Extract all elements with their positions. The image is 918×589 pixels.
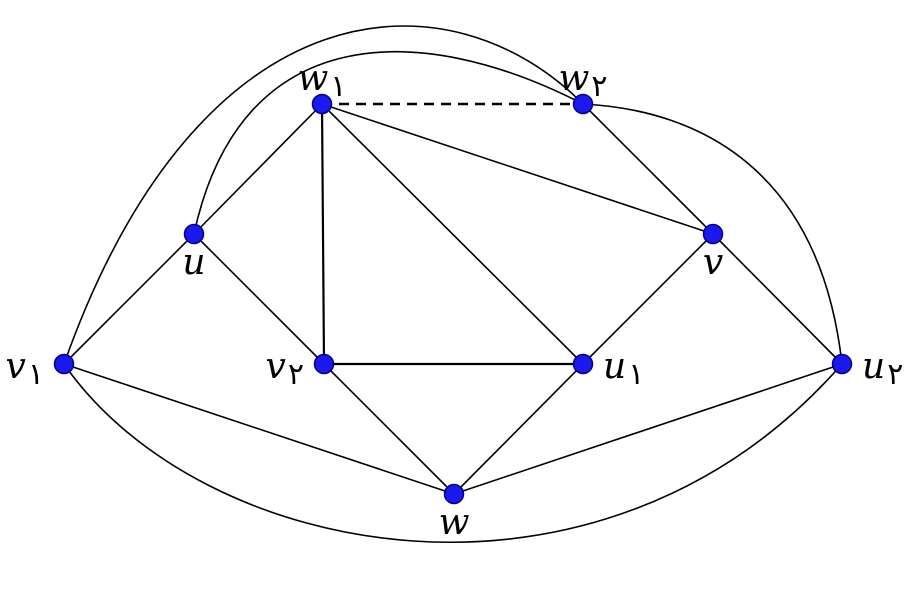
vertex-v2	[313, 353, 335, 375]
vertex-label-v1: v۱	[6, 346, 44, 392]
vertex-label-letter: w	[559, 58, 590, 99]
vertex-u1	[572, 353, 594, 375]
vertex-u2	[831, 353, 853, 375]
vertex-label-subscript: ۱	[330, 69, 346, 104]
vertex-w1	[311, 93, 333, 115]
vertex-label-u: u	[182, 242, 205, 283]
vertex-label-letter: w	[298, 58, 329, 99]
edge-u1-w	[453, 363, 584, 495]
vertex-label-subscript: ۱	[28, 357, 44, 392]
vertex-label-letter: v	[6, 346, 26, 387]
edge-u-v2	[193, 233, 325, 365]
edge-u2-w	[453, 363, 843, 495]
vertex-label-letter: v	[266, 346, 286, 387]
vertices-layer	[53, 93, 853, 505]
edge-v1-u2	[63, 363, 843, 543]
edge-w2-u	[193, 51, 584, 235]
vertex-w2	[572, 93, 594, 115]
edge-v1-w	[63, 363, 455, 495]
vertex-v	[702, 223, 724, 245]
edge-w2-u2	[582, 103, 843, 365]
vertex-label-w2: w۲	[559, 58, 608, 104]
vertex-label-letter: u	[603, 346, 626, 387]
vertex-label-letter: u	[182, 242, 205, 283]
edge-w1-v	[321, 103, 714, 235]
vertex-label-v2: v۲	[266, 346, 304, 392]
edge-w1-u	[193, 103, 323, 235]
vertex-v1	[53, 353, 75, 375]
edges-layer	[63, 25, 843, 543]
vertex-label-letter: u	[862, 346, 885, 387]
edge-w1-v2	[320, 103, 326, 365]
edge-w1-u1	[321, 103, 584, 365]
edge-w2-v1	[63, 25, 584, 365]
edge-v2-w	[323, 363, 455, 495]
vertex-label-subscript: ۱	[628, 357, 644, 392]
vertex-label-u2: u۲	[862, 346, 903, 392]
vertex-label-u1: u۱	[603, 346, 644, 392]
vertex-label-subscript: ۲	[887, 357, 903, 392]
vertex-label-subscript: ۲	[591, 69, 607, 104]
edge-v-u1	[582, 233, 714, 365]
vertex-w	[443, 483, 465, 505]
vertex-label-w: w	[439, 502, 470, 543]
edge-u-v1	[63, 233, 195, 365]
edge-v-u2	[712, 233, 843, 365]
edge-w2-v	[582, 103, 714, 235]
vertex-u	[183, 223, 205, 245]
vertex-label-v: v	[703, 242, 723, 283]
vertex-label-letter: w	[439, 502, 470, 543]
vertex-label-subscript: ۲	[288, 357, 304, 392]
vertex-label-letter: v	[703, 242, 723, 283]
vertex-label-w1: w۱	[298, 58, 347, 104]
